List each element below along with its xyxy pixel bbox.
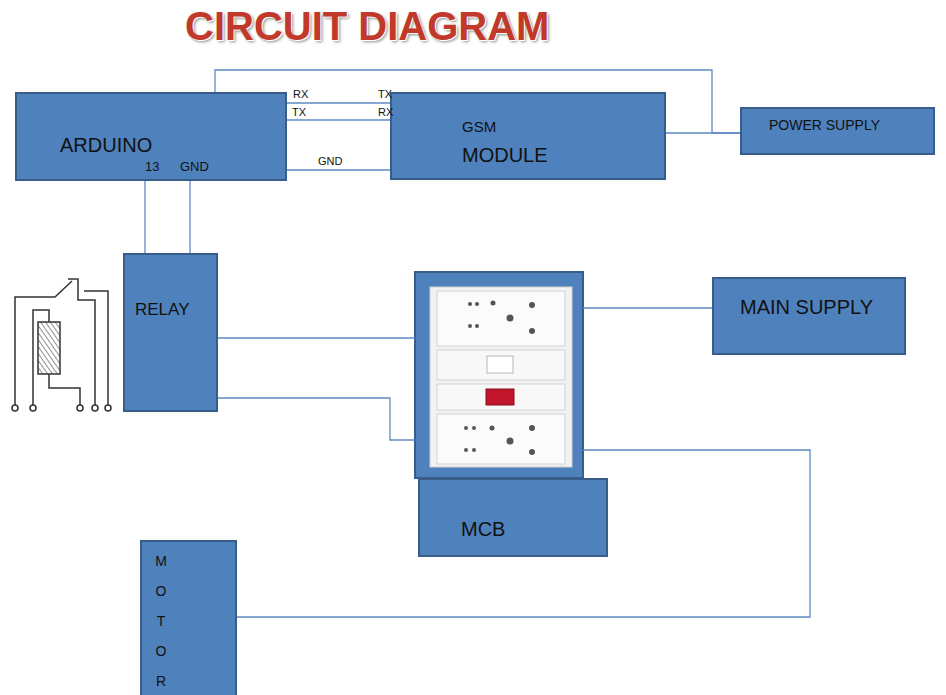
relay-terminal	[77, 405, 83, 411]
relay-contact	[68, 279, 95, 405]
mcb-label: MCB	[418, 478, 608, 557]
relay-coil	[38, 322, 60, 374]
pin-label: GND	[180, 160, 209, 175]
panel-plate	[430, 287, 572, 467]
socket-hole	[468, 324, 472, 328]
relay-terminal	[92, 405, 98, 411]
socket-top	[437, 291, 565, 346]
socket-hole	[507, 315, 514, 322]
wire-connector	[144, 181, 145, 253]
switch-plate	[437, 350, 565, 380]
power-supply-box: POWER SUPPLY	[740, 107, 935, 155]
switch-rocker	[487, 356, 513, 373]
diagram-title: CIRCUIT DIAGRAM	[185, 4, 549, 48]
socket-hole	[475, 324, 479, 328]
relay-box: RELAY	[123, 253, 218, 412]
socket-hole	[464, 426, 468, 430]
socket-hole	[472, 426, 476, 430]
arduino-box: ARDUINO 13 GND	[15, 92, 287, 181]
socket-hole	[529, 302, 535, 308]
component-label: POWER SUPPLY	[769, 117, 880, 133]
wire-connector	[237, 450, 810, 617]
relay-terminal	[30, 405, 36, 411]
wire-connector	[287, 119, 390, 120]
socket-hole	[507, 438, 514, 445]
motor-box: MOTOR	[140, 540, 237, 695]
component-label: MOTOR	[154, 546, 168, 695]
pin-label: TX	[292, 106, 306, 119]
component-label: ARDUINO	[60, 134, 152, 157]
socket-hole	[490, 426, 495, 431]
socket-hole	[464, 448, 468, 452]
wire-connector	[218, 337, 415, 338]
socket-hole	[468, 302, 472, 306]
indicator-plate	[437, 384, 565, 410]
gsm-module-box: GSM MODULE	[390, 92, 666, 180]
component-label: RELAY	[135, 300, 190, 320]
socket-hole	[475, 302, 479, 306]
panel-frame	[415, 272, 583, 478]
socket-hole	[529, 425, 535, 431]
indicator-lamp	[486, 389, 514, 405]
pin-label: RX	[293, 88, 308, 101]
wire-connector	[189, 181, 190, 253]
main-supply-box: MAIN SUPPLY	[712, 277, 906, 355]
socket-hole	[491, 301, 496, 306]
relay-common-blade	[15, 281, 72, 405]
component-label: MAIN SUPPLY	[740, 296, 873, 319]
wire-connector	[666, 132, 740, 133]
socket-hole	[529, 449, 535, 455]
pin-label: RX	[378, 106, 393, 119]
mcb-unit: MCB	[415, 272, 583, 478]
relay-terminal	[105, 405, 111, 411]
component-label: GSM	[462, 118, 496, 135]
pin-label: 13	[145, 160, 159, 175]
wire-connector	[287, 102, 390, 103]
relay-contact	[84, 291, 108, 405]
relay-symbol	[12, 279, 111, 411]
component-label: MODULE	[462, 144, 548, 167]
socket-hole	[472, 448, 476, 452]
wire-connector	[583, 307, 712, 308]
wire-connector	[287, 169, 390, 170]
socket-hole	[529, 328, 535, 334]
wire-connector	[218, 398, 415, 440]
switchboard-panel	[415, 272, 583, 478]
relay-coil-lead	[49, 374, 80, 405]
pin-label: TX	[378, 88, 392, 101]
pin-label: GND	[318, 155, 342, 168]
socket-bottom	[437, 414, 565, 464]
relay-terminal	[12, 405, 18, 411]
